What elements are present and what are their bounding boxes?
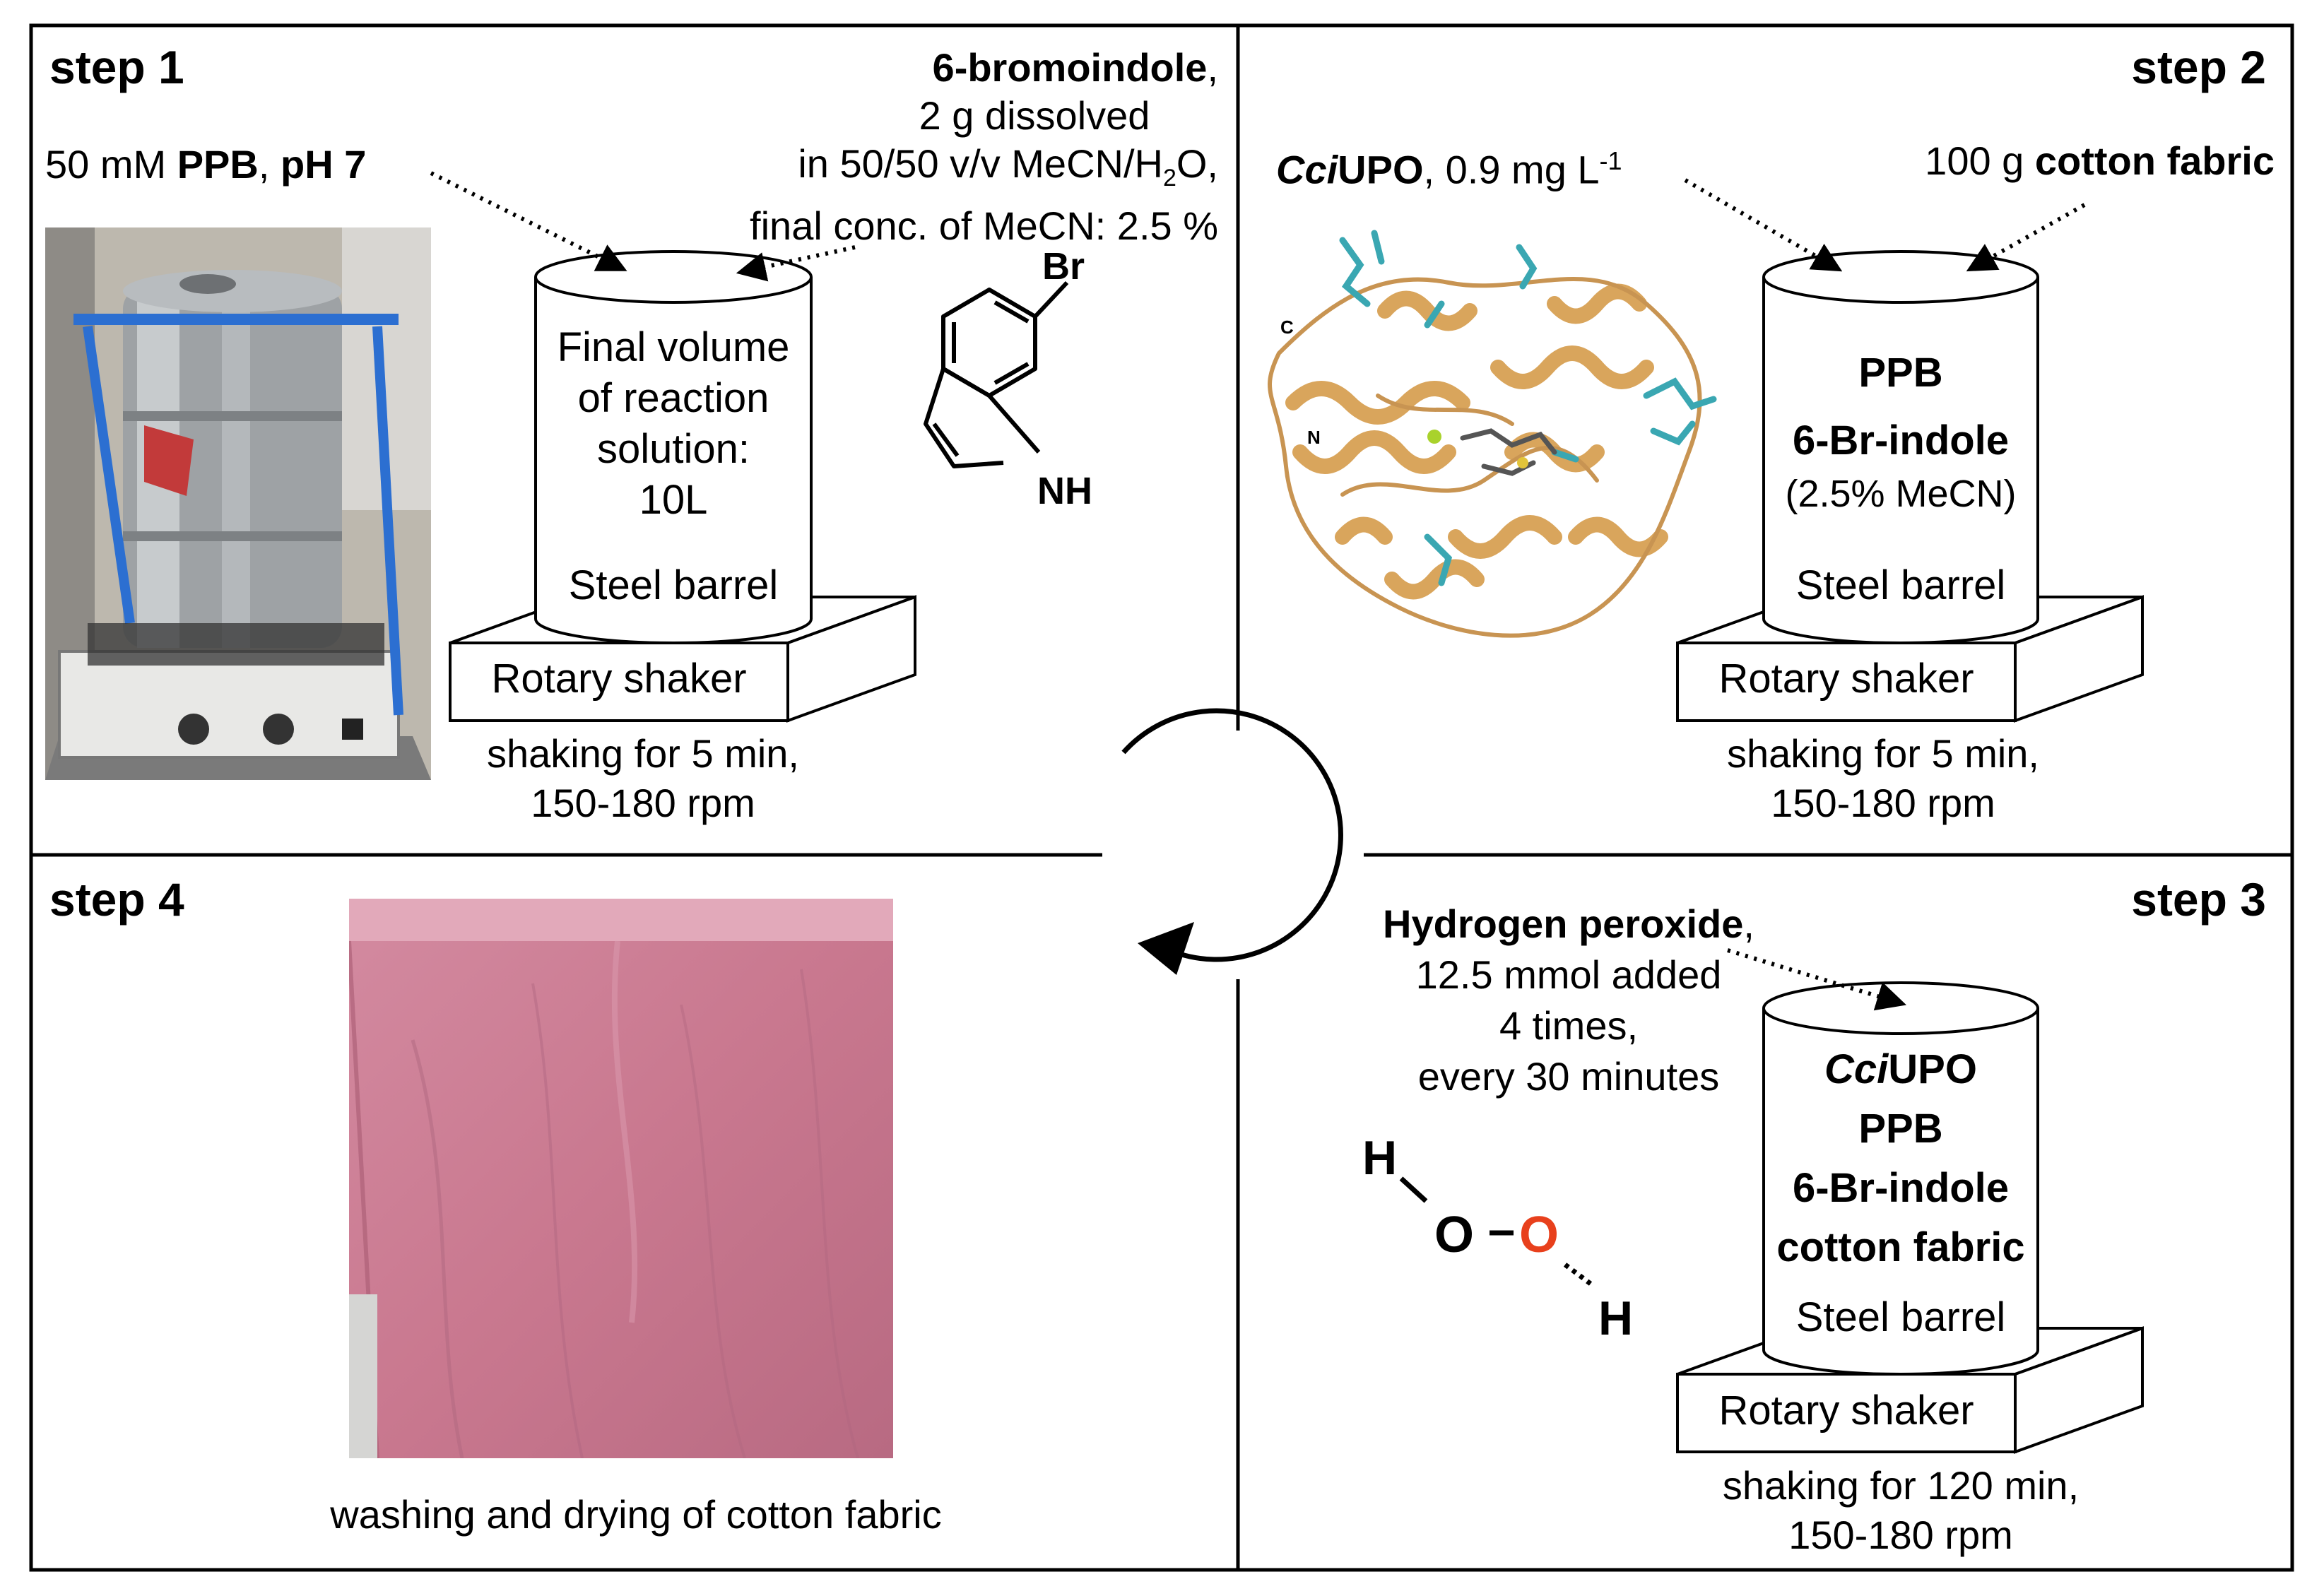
dyed-fabric-photo <box>349 899 893 1458</box>
step1-barrel-line-4: 10L <box>639 477 708 523</box>
step1-bromoindole-arrow <box>736 245 856 282</box>
enzyme-conc: , 0.9 mg L <box>1423 147 1600 192</box>
step2-barrel-line-2: 6-Br-indole <box>1792 418 2010 463</box>
step2-enzyme-label: CciUPO, 0.9 mg L-1 <box>1276 148 1622 190</box>
step2-barrel-contents: PPB 6-Br-indole <box>1764 339 2038 475</box>
step1-shaking-line-2: 150-180 rpm <box>531 781 755 825</box>
step1-shaking-line-1: shaking for 5 min, <box>487 731 799 776</box>
cotton-name: cotton fabric <box>2034 138 2275 183</box>
h2o2-oxygen-2: O <box>1519 1207 1559 1263</box>
protein-c-terminus-label: C <box>1280 317 1294 338</box>
bromoindole-final-conc: final conc. of MeCN: 2.5 % <box>750 203 1218 249</box>
step1-bromoindole-label: 6-bromoindole, 2 g dissolved in 50/50 v/… <box>724 44 1218 250</box>
step3-h2o2-arrow <box>1727 948 1907 1011</box>
step3-shaker-label: Rotary shaker <box>1718 1388 1974 1434</box>
h2o2-line-2: 4 times, <box>1499 1003 1639 1048</box>
step3-barrel-contents: CciUPO PPB 6-Br-indole cotton fabric <box>1764 1040 2038 1277</box>
step2-barrel-note: (2.5% MeCN) <box>1785 473 2017 515</box>
bromoindole-solvent: in 50/50 v/v MeCN/H <box>798 141 1163 186</box>
step3-shaking-caption: shaking for 120 min, 150-180 rpm <box>1657 1461 2145 1560</box>
step1-title: step 1 <box>49 41 184 93</box>
step2-shaking-line-2: 150-180 rpm <box>1771 781 1995 825</box>
step2-enzyme-arrow <box>1684 178 1843 272</box>
h2o2-oxygen-1: O <box>1434 1207 1475 1263</box>
step1-ppb-arrow <box>430 171 627 271</box>
barrel-photo <box>45 227 431 780</box>
h2o2-hydrogen-1: H <box>1362 1131 1398 1185</box>
step1-ppb-label: 50 mM PPB, pH 7 <box>45 145 366 184</box>
step2-title: step 2 <box>2131 41 2266 93</box>
step3-shaking-line-2: 150-180 rpm <box>1788 1513 2013 1557</box>
step2-cotton-arrow <box>1966 203 2086 272</box>
step2-shaking-line-1: shaking for 5 min, <box>1727 731 2039 776</box>
step1-barrel <box>534 250 813 644</box>
step1-ppb-mid: , <box>258 142 281 187</box>
step2-shaking-caption: shaking for 5 min, 150-180 rpm <box>1657 729 2109 828</box>
step1-barrel-line-1: Final volume <box>557 324 790 370</box>
step1-ph-bold: pH 7 <box>280 142 367 187</box>
step3-barrel-line-4: cotton fabric <box>1776 1224 2025 1270</box>
enzyme-bold: UPO <box>1338 147 1424 192</box>
h2o2-bonds <box>1399 1176 1595 1288</box>
step2-barrel-line-1: PPB <box>1858 350 1943 396</box>
h2o2-name-suffix: , <box>1743 902 1754 946</box>
nh-label: NH <box>1037 470 1092 512</box>
enzyme-conc-sup: -1 <box>1599 146 1622 175</box>
h2o2-hydrogen-2: H <box>1598 1291 1634 1345</box>
dyed-fabric-graphic <box>349 899 893 1458</box>
step4-caption: washing and drying of cotton fabric <box>330 1492 942 1537</box>
step1-barrel-line-3: solution: <box>596 426 750 472</box>
step3-title: step 3 <box>2131 873 2266 926</box>
h2o2-name: Hydrogen peroxide <box>1383 902 1744 946</box>
step4-title: step 4 <box>49 873 184 926</box>
barrel-photo-graphic <box>45 227 431 780</box>
step1-barrel-contents: Final volume of reaction solution: 10L <box>536 322 811 526</box>
bromine-label: Br <box>1042 245 1085 288</box>
step2-barrel-label: Steel barrel <box>1795 562 2006 608</box>
step3-barrel-line-2: PPB <box>1858 1106 1943 1152</box>
step2-cotton-label: 100 g cotton fabric <box>1925 141 2275 181</box>
step3-barrel-line-3: 6-Br-indole <box>1792 1165 2010 1211</box>
bromoindole-solvent-end: O, <box>1176 141 1218 186</box>
protein-structure-image <box>1268 230 1717 638</box>
step3-shaking-line-1: shaking for 120 min, <box>1722 1463 2080 1508</box>
step3-enzyme-bold: UPO <box>1888 1046 1977 1092</box>
h2o2-line-1: 12.5 mmol added <box>1415 952 1722 997</box>
step3-h2o2-label: Hydrogen peroxide, 12.5 mmol added 4 tim… <box>1343 899 1795 1102</box>
protein-n-terminus-label: N <box>1307 427 1321 448</box>
bromoindole-name: 6-bromoindole <box>932 45 1208 90</box>
h2o2-line-3: every 30 minutes <box>1417 1054 1720 1099</box>
bromoindole-structure <box>924 280 1069 468</box>
enzyme-italic: Cci <box>1276 147 1338 192</box>
step1-barrel-line-2: of reaction <box>577 375 769 421</box>
cotton-amount: 100 g <box>1925 138 2035 183</box>
bromoindole-amount: 2 g dissolved <box>919 93 1150 138</box>
step1-ppb-bold: PPB <box>177 142 259 187</box>
step3-barrel-label: Steel barrel <box>1795 1294 2006 1340</box>
step1-ppb-prefix: 50 mM <box>45 142 177 187</box>
step1-shaker-label: Rotary shaker <box>491 656 747 702</box>
step1-shaking-caption: shaking for 5 min, 150-180 rpm <box>424 729 862 828</box>
cycle-arrow <box>1114 708 1362 979</box>
step2-shaker-label: Rotary shaker <box>1718 656 1974 702</box>
bromoindole-solvent-sub: 2 <box>1162 165 1176 192</box>
outer-frame <box>29 23 2294 1572</box>
step1-barrel-label: Steel barrel <box>568 562 779 608</box>
bromoindole-name-suffix: , <box>1207 45 1218 90</box>
step3-enzyme-italic: Cci <box>1824 1046 1889 1092</box>
step2-barrel <box>1762 250 2039 644</box>
